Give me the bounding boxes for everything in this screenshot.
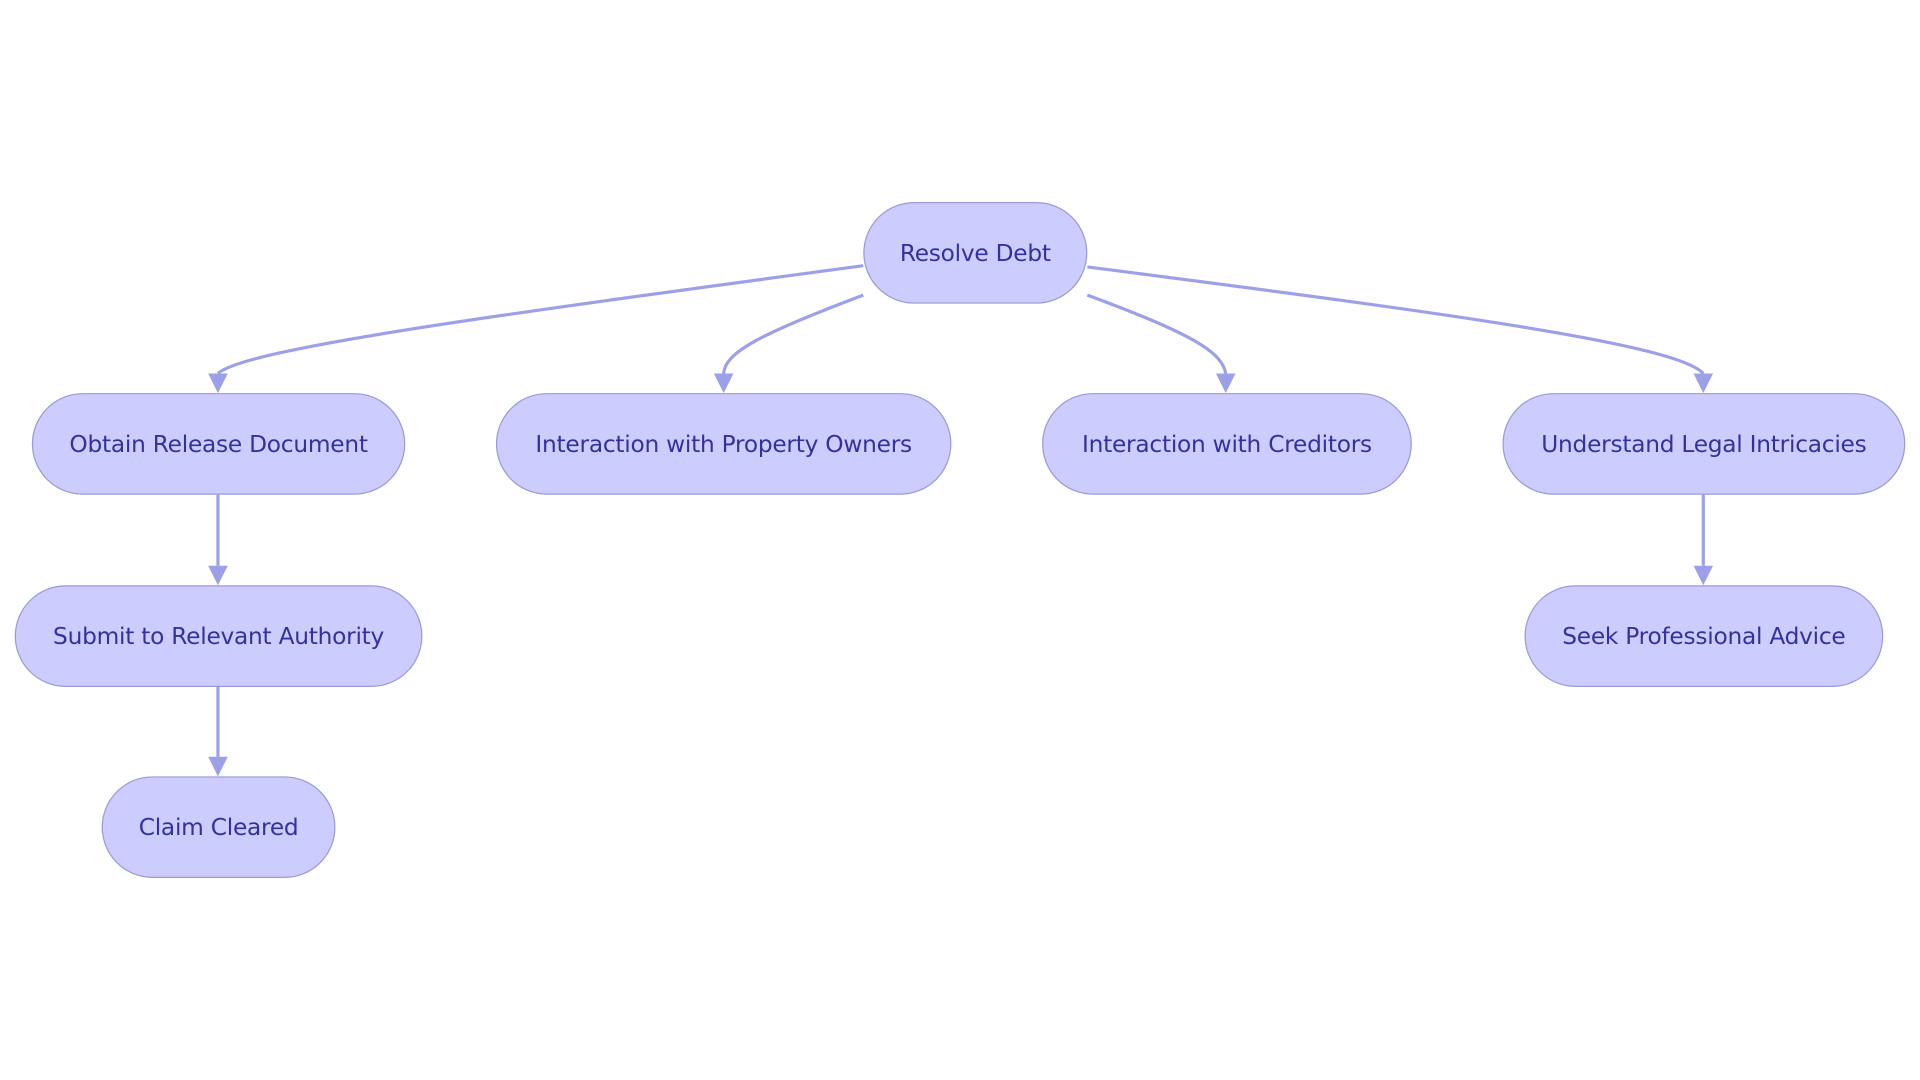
arrowhead-resolve-obtain <box>208 373 228 394</box>
node-claim-cleared: Claim Cleared <box>101 776 336 878</box>
edge-resolve-owners <box>722 293 864 374</box>
node-interaction-creditors: Interaction with Creditors <box>1042 393 1412 495</box>
node-interaction-property-owners: Interaction with Property Owners <box>495 393 952 495</box>
edge-resolve-legal <box>1087 265 1705 375</box>
arrowhead-submit-cleared <box>208 756 228 777</box>
edge-resolve-obtain <box>216 264 864 375</box>
node-submit-relevant-authority: Submit to Relevant Authority <box>14 585 423 687</box>
arrowhead-legal-advice <box>1693 565 1714 586</box>
arrowhead-resolve-owners <box>713 373 734 394</box>
node-understand-legal-intricacies: Understand Legal Intricacies <box>1502 393 1906 495</box>
arrowhead-resolve-legal <box>1693 373 1714 394</box>
node-seek-professional-advice: Seek Professional Advice <box>1524 585 1884 687</box>
node-obtain-release-document: Obtain Release Document <box>31 393 406 495</box>
edge-resolve-creditors <box>1086 293 1228 374</box>
arrowhead-resolve-creditors <box>1215 373 1236 394</box>
node-resolve-debt: Resolve Debt <box>863 202 1088 304</box>
arrowhead-obtain-submit <box>208 565 228 586</box>
